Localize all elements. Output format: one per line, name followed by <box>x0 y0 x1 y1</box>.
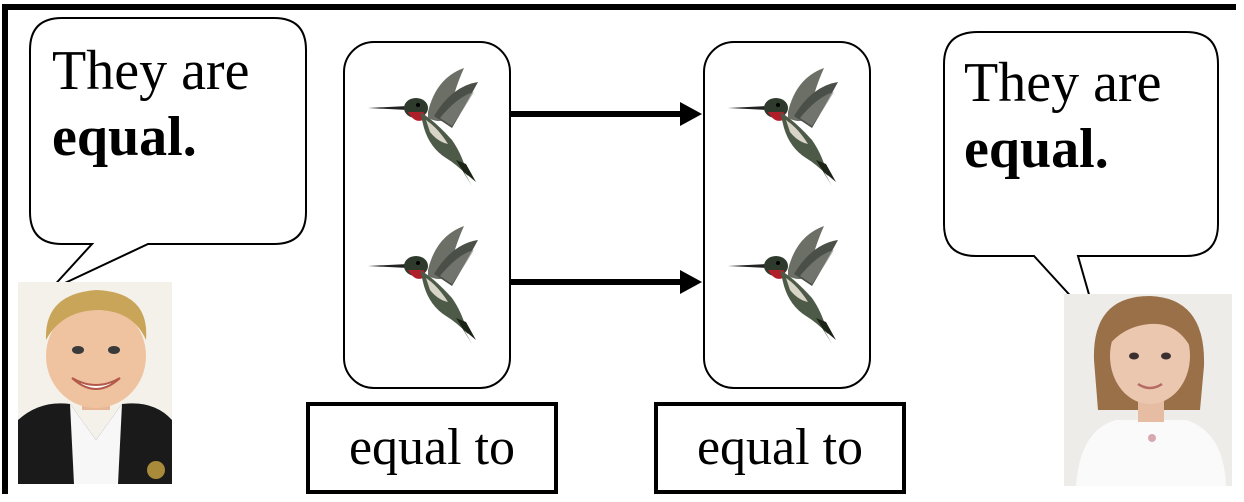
arrow-right-icon <box>510 270 702 294</box>
arrow-right-icon <box>510 102 702 126</box>
left-bubble-text: They are equal. <box>52 38 249 170</box>
left-bubble-emphasis: equal. <box>52 106 197 168</box>
girl-photo <box>1064 294 1232 486</box>
left-bird-box <box>343 41 511 389</box>
right-bird-box <box>703 41 871 389</box>
right-bubble-line2: equal. <box>964 116 1161 182</box>
boy-photo <box>18 282 172 484</box>
right-bubble-emphasis: equal. <box>964 118 1109 180</box>
left-equal-label: equal to <box>306 402 558 494</box>
right-equal-label: equal to <box>654 402 906 494</box>
right-bubble-text: They are equal. <box>964 50 1161 182</box>
left-bubble-line1: They are <box>52 40 250 102</box>
right-bubble-line1: They are <box>964 52 1162 114</box>
outer-frame <box>2 4 1236 494</box>
right-speech-bubble <box>943 31 1219 327</box>
left-speech-bubble <box>29 17 307 291</box>
left-bubble-line2: equal. <box>52 104 249 170</box>
